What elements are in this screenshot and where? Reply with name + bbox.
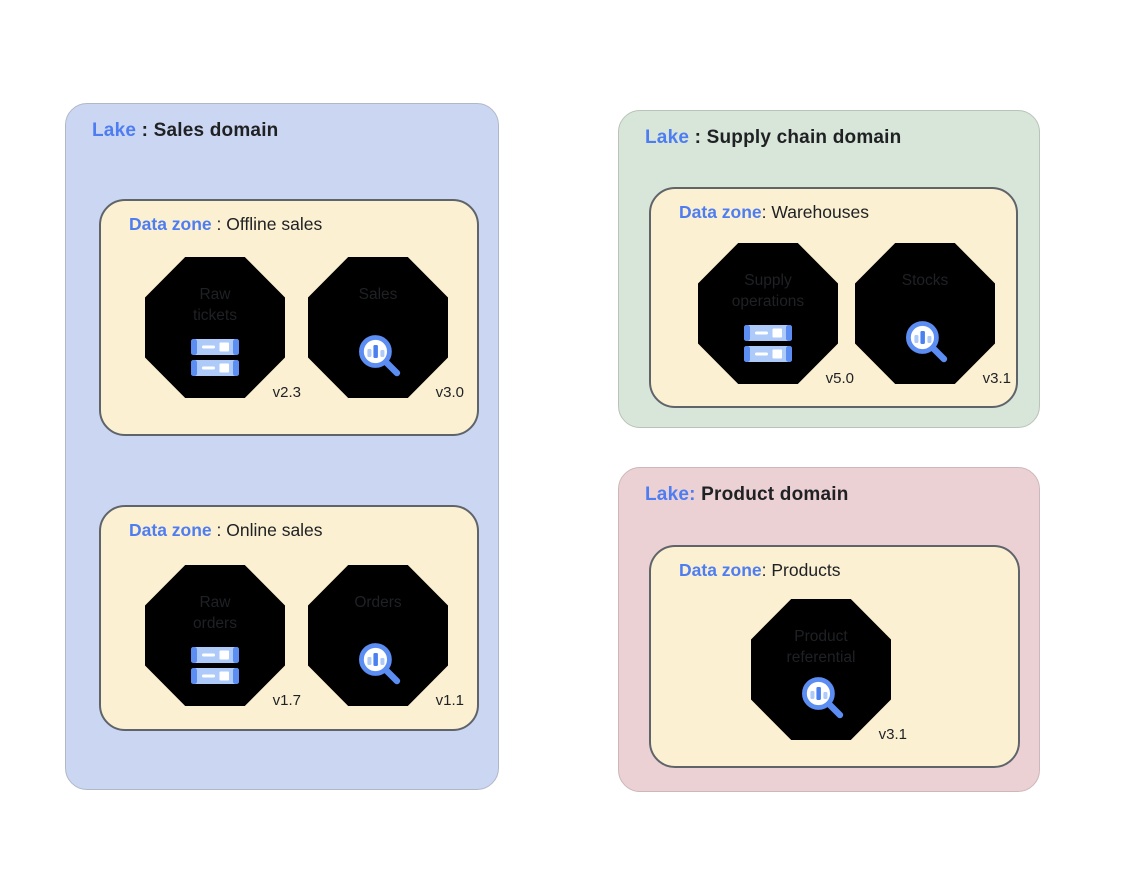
zone-keyword: Data zone [129, 214, 212, 234]
asset-name: Raw orders [193, 594, 237, 632]
storage-icon [191, 339, 239, 381]
asset-version: v3.1 [982, 370, 1011, 387]
lake-keyword: Lake [92, 120, 137, 141]
data-zone-offline-sales: Data zone : Offline sales Raw tickets v2… [99, 199, 479, 436]
zone-keyword: Data zone [129, 520, 212, 540]
lake-name: Product domain [695, 484, 849, 505]
data-zone-online-sales: Data zone : Online sales Raw orders v1.7… [99, 505, 479, 731]
lake-keyword: Lake [645, 127, 690, 148]
zone-name: : Warehouses [761, 202, 869, 222]
storage-icon [744, 325, 792, 367]
zone-products-label: Data zone: Products [679, 560, 840, 581]
asset-name: Stocks [901, 272, 949, 289]
zone-keyword: Data zone [679, 202, 762, 222]
lake-supply-chain-domain: Lake : Supply chain domain Data zone: Wa… [618, 110, 1040, 428]
zone-name: : Offline sales [211, 214, 323, 234]
asset-version: v2.3 [272, 384, 301, 401]
zone-offline-label: Data zone : Offline sales [129, 214, 322, 235]
zone-online-label: Data zone : Online sales [129, 520, 323, 541]
asset-product-referential: Product referential v3.1 [749, 597, 907, 743]
zone-warehouses-label: Data zone: Warehouses [679, 202, 869, 223]
asset-name: Orders [354, 594, 402, 611]
asset-name: Sales [358, 286, 398, 303]
asset-stocks: Stocks v3.1 [853, 241, 1011, 387]
lake-name: : Supply chain domain [689, 127, 902, 148]
lake-keyword: Lake: [645, 484, 696, 505]
asset-name: Raw tickets [193, 286, 237, 324]
lake-product-domain: Lake: Product domain Data zone: Products… [618, 467, 1040, 792]
zone-name: : Online sales [211, 520, 323, 540]
search-insights-icon [356, 332, 404, 385]
asset-sales: Sales v3.0 [306, 255, 464, 401]
asset-raw-tickets: Raw tickets v2.3 [143, 255, 301, 401]
data-zone-products: Data zone: Products Product referential … [649, 545, 1020, 768]
lake-sales-label: Lake : Sales domain [92, 120, 278, 142]
zone-keyword: Data zone [679, 560, 762, 580]
asset-version: v1.1 [435, 692, 464, 709]
search-insights-icon [356, 640, 404, 693]
lake-product-label: Lake: Product domain [645, 484, 849, 506]
search-insights-icon [903, 318, 951, 371]
asset-version: v5.0 [825, 370, 854, 387]
data-zone-warehouses: Data zone: Warehouses Supply operations … [649, 187, 1018, 408]
asset-orders: Orders v1.1 [306, 563, 464, 709]
asset-raw-orders: Raw orders v1.7 [143, 563, 301, 709]
asset-version: v3.0 [435, 384, 464, 401]
asset-version: v1.7 [272, 692, 301, 709]
zone-name: : Products [761, 560, 841, 580]
storage-icon [191, 647, 239, 689]
search-insights-icon [799, 674, 847, 727]
asset-supply-operations: Supply operations v5.0 [696, 241, 854, 387]
lake-name: : Sales domain [136, 120, 279, 141]
asset-name: Product referential [786, 628, 856, 666]
asset-name: Supply operations [731, 272, 805, 310]
lake-supply-label: Lake : Supply chain domain [645, 127, 901, 149]
lake-sales-domain: Lake : Sales domain Data zone : Offline … [65, 103, 499, 790]
asset-version: v3.1 [878, 726, 907, 743]
